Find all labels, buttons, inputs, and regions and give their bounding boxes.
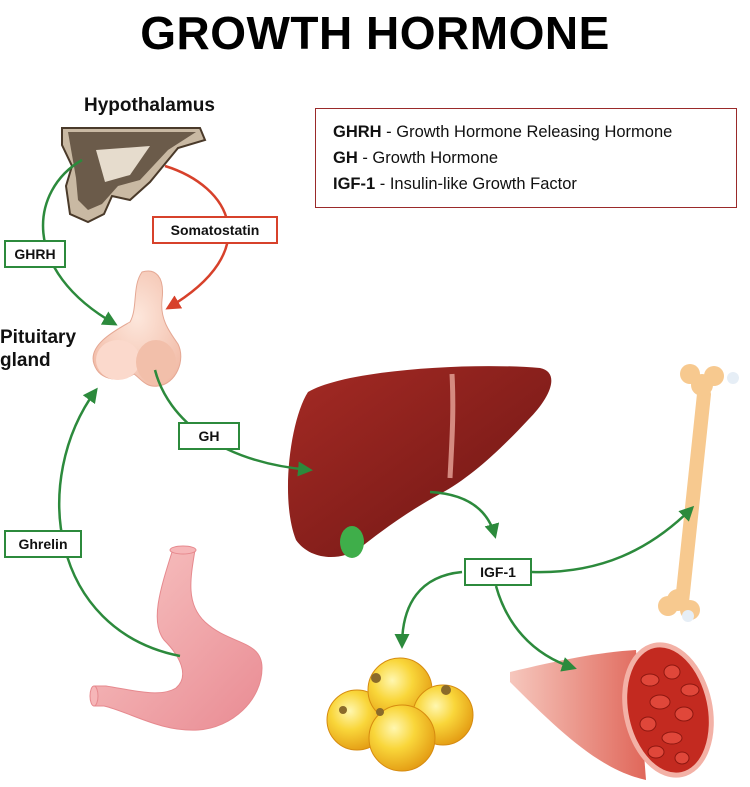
legend-sep: - [381, 123, 397, 141]
hypothalamus-label: Hypothalamus [84, 95, 215, 116]
legend-sep: - [375, 175, 390, 193]
legend-full: Growth Hormone [372, 149, 499, 167]
liver-illustration [287, 366, 552, 558]
arrow-pituitary-to-liver-gh [153, 369, 313, 477]
arrow-igf1-to-bone [531, 505, 695, 574]
fat-cells-illustration [326, 657, 474, 772]
arrow-liver-to-igf1 [429, 490, 500, 539]
legend-sep: - [357, 149, 373, 167]
legend-row-gh: GH - Growth Hormone [333, 145, 736, 171]
abbreviation-legend: GHRH - Growth Hormone Releasing Hormone … [315, 108, 737, 208]
stomach-illustration [89, 545, 263, 731]
tag-ghrh: GHRH [4, 240, 66, 268]
tag-igf1: IGF-1 [464, 558, 532, 586]
legend-full: Growth Hormone Releasing Hormone [396, 123, 673, 141]
tag-ghrelin: Ghrelin [4, 530, 82, 558]
arrow-igf1-to-fat [394, 570, 463, 649]
diagram-title: GROWTH HORMONE [140, 7, 610, 59]
legend-full: Insulin-like Growth Factor [389, 175, 577, 193]
bone-illustration [658, 364, 739, 622]
pituitary-label-line1: Pituitary [0, 327, 77, 348]
legend-row-ghrh: GHRH - Growth Hormone Releasing Hormone [333, 119, 736, 145]
legend-abbr: GH [333, 149, 358, 167]
tag-gh: GH [178, 422, 240, 450]
arrow-igf1-to-muscle [494, 585, 577, 672]
muscle-illustration [510, 642, 714, 780]
tag-somatostatin: Somatostatin [152, 216, 278, 244]
legend-row-igf1: IGF-1 - Insulin-like Growth Factor [333, 171, 736, 197]
pituitary-label-line2: gland [0, 350, 51, 371]
arrow-hypothalamus-to-pituitary-ghrh [41, 158, 118, 326]
legend-abbr: IGF-1 [333, 175, 376, 193]
pituitary-gland-illustration [92, 270, 182, 387]
legend-abbr: GHRH [333, 123, 382, 141]
hypothalamus-illustration [61, 127, 207, 224]
